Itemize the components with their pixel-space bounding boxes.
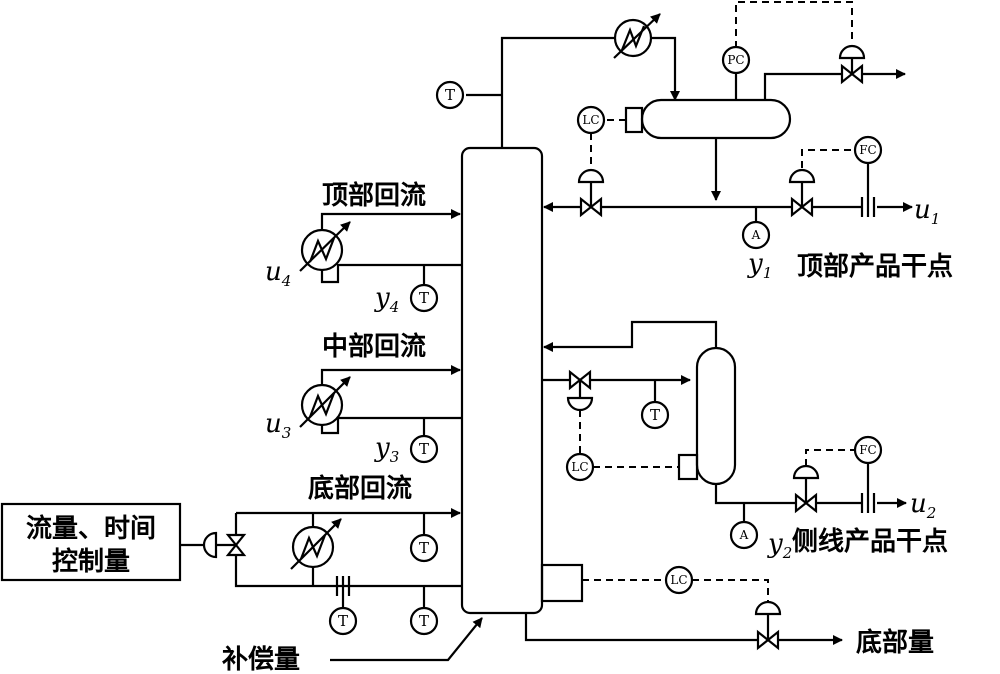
bottom-reflux-temperature-upper: T <box>409 513 439 563</box>
top-flow-orifice <box>860 197 876 217</box>
side-product-line <box>714 484 907 508</box>
distillation-column <box>460 146 544 615</box>
top-product-control-valve <box>788 149 855 218</box>
bottom-flow-orifice <box>335 576 351 596</box>
u1-label: u1 <box>914 195 940 228</box>
stripper-level-controller: LC <box>565 452 679 482</box>
top-analyzer: A <box>741 207 771 250</box>
svg-text:T: T <box>419 612 429 630</box>
top-temperature-indicator: T <box>435 80 465 110</box>
compensation-label: 补偿量 <box>222 645 300 674</box>
svg-text:T: T <box>419 539 429 557</box>
top-reflux-label: 顶部回流 <box>322 181 426 211</box>
bottom-bypass-valve <box>202 531 247 559</box>
mid-reflux-temperature: T <box>409 418 439 464</box>
stripper-vapor-return <box>543 320 718 352</box>
vent-control-valve <box>838 44 866 85</box>
mid-reflux-return <box>320 365 461 385</box>
svg-text:A: A <box>751 228 761 242</box>
u2-label: u2 <box>910 489 936 522</box>
bottom-reflux-temperature-orifice: T <box>328 596 358 636</box>
vent-line <box>763 69 906 100</box>
flow-time-label-line2: 控制量 <box>52 547 130 577</box>
side-stripper <box>695 346 737 486</box>
stripper-level-tap <box>677 453 699 481</box>
column-bottom-level-tap <box>540 563 584 603</box>
side-analyzer: A <box>729 503 759 550</box>
pressure-controller: PC <box>721 1 853 100</box>
svg-text:A: A <box>739 528 749 542</box>
compensation-arrow <box>330 617 483 662</box>
y3-label: y3 <box>374 433 399 466</box>
top-reflux-cooler <box>299 221 351 272</box>
flow-time-control-box <box>0 502 182 582</box>
side-draw-temperature: T <box>640 380 670 430</box>
svg-text:T: T <box>419 289 429 307</box>
bottom-product-control-valve <box>754 600 782 651</box>
svg-text:LC: LC <box>571 460 588 474</box>
y1-label: y1 <box>747 249 772 282</box>
mid-reflux-cooler <box>299 376 351 428</box>
reflux-control-valve <box>577 168 605 218</box>
bottom-amount-label: 底部量 <box>856 627 934 658</box>
u4-label: u4 <box>265 257 291 290</box>
svg-text:T: T <box>445 86 455 104</box>
top-reflux-temperature: T <box>409 265 439 313</box>
side-product-dry-point-label: 侧线产品干点 <box>792 526 948 557</box>
bottom-reflux-cooler <box>290 518 342 570</box>
bottom-level-controller: LC <box>582 565 769 602</box>
top-flow-controller: FC <box>853 135 883 197</box>
y4-label: y4 <box>374 283 399 316</box>
svg-text:PC: PC <box>727 53 744 67</box>
svg-text:T: T <box>419 440 429 458</box>
svg-text:LC: LC <box>582 113 599 127</box>
mid-reflux-draw <box>320 416 462 435</box>
overhead-condenser <box>613 13 661 59</box>
mid-reflux-label: 中部回流 <box>322 332 426 362</box>
drum-level-tap <box>624 106 644 134</box>
svg-text:T: T <box>338 612 348 630</box>
svg-text:FC: FC <box>859 443 877 457</box>
svg-text:T: T <box>650 406 660 424</box>
distillate-line <box>543 138 913 212</box>
top-product-dry-point-label: 顶部产品干点 <box>797 251 953 282</box>
svg-text:FC: FC <box>859 143 877 157</box>
top-reflux-draw <box>320 263 462 284</box>
drum-level-controller: LC <box>576 105 626 168</box>
top-reflux-return <box>320 209 461 230</box>
u3-label: u3 <box>265 409 291 442</box>
bottom-reflux-draw <box>234 555 462 588</box>
side-product-control-valve <box>792 449 855 514</box>
bottom-reflux-label: 底部回流 <box>308 473 412 504</box>
bottom-product-line <box>524 613 843 645</box>
overhead-line <box>466 36 680 148</box>
reflux-drum <box>640 98 792 140</box>
side-flow-controller: FC <box>853 435 883 493</box>
y2-label: y2 <box>767 529 792 562</box>
bottom-reflux-temperature-lower: T <box>409 586 439 636</box>
side-draw-valve <box>566 369 594 455</box>
flow-time-label-line1: 流量、时间 <box>26 514 156 544</box>
svg-text:LC: LC <box>670 573 687 587</box>
side-flow-orifice <box>860 493 876 513</box>
